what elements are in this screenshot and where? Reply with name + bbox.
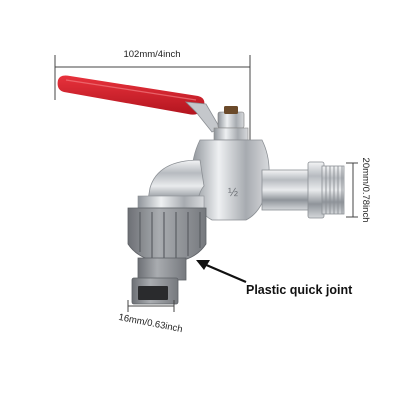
arrow-head-icon (196, 260, 210, 270)
connector-dimension: 16mm/0.63inch (118, 300, 184, 335)
size-mark: ½ (228, 185, 238, 199)
connector-dimension-label: 16mm/0.63inch (118, 312, 184, 335)
red-lever-handle (57, 75, 221, 133)
plastic-quick-joint (127, 207, 207, 305)
height-dimension: 20mm/0.78inch (346, 158, 371, 223)
width-dimension: 102mm/4inch (54, 49, 251, 140)
width-dimension-label: 102mm/4inch (123, 49, 180, 60)
callout: Plastic quick joint (196, 260, 353, 297)
elbow-spout (137, 159, 205, 213)
callout-label: Plastic quick joint (246, 283, 353, 297)
height-dimension-label: 20mm/0.78inch (360, 158, 371, 223)
stem-nut (213, 106, 249, 141)
threaded-outlet (261, 161, 345, 219)
